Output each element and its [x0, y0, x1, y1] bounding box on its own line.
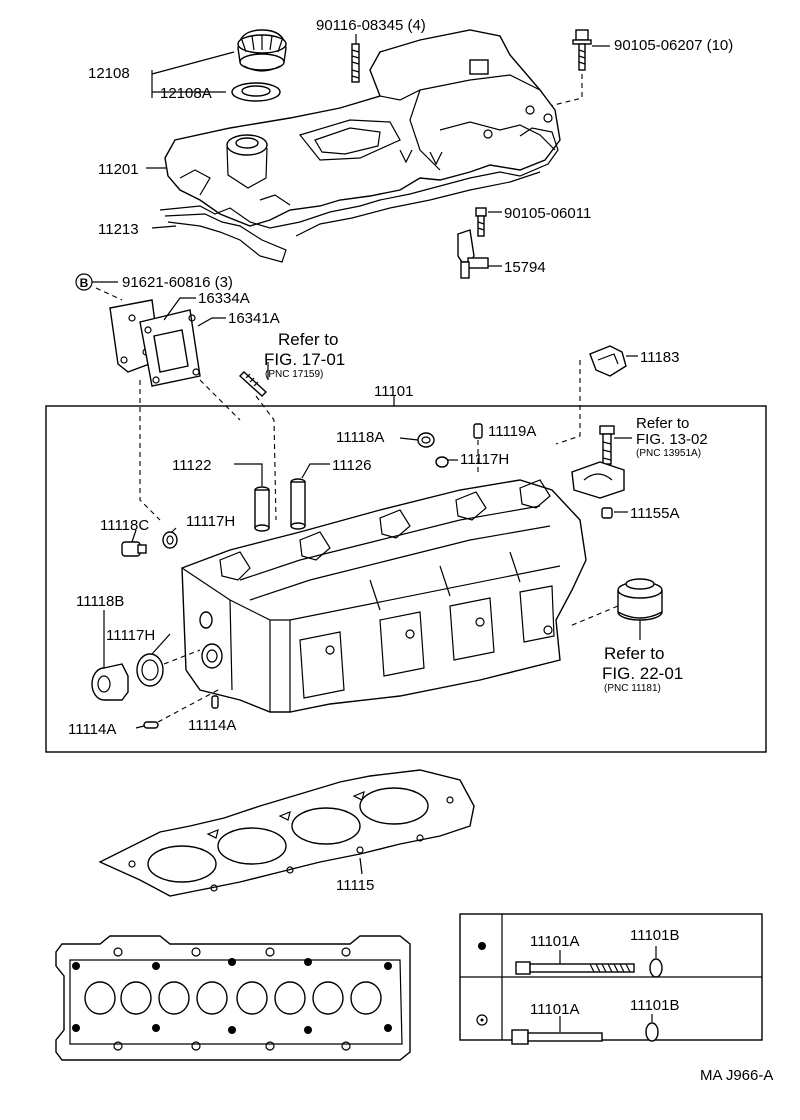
label-11201: 11201: [98, 161, 139, 178]
label-11126: 11126: [332, 457, 372, 474]
label-90105-06207: 90105-06207 (10): [614, 37, 733, 54]
plug-drawing: [417, 432, 435, 448]
label-16334A: 16334A: [198, 290, 250, 307]
bearing-cap-drawing: [571, 461, 625, 499]
head-bolt-table: [459, 913, 763, 1045]
ref-fig22-pnc: (PNC 11181): [604, 683, 661, 694]
figure-code: MA J966-A: [700, 1067, 773, 1084]
label-11119A: 11119A: [488, 423, 536, 440]
cylinder-head-group-box: [45, 405, 767, 753]
head-bolt-long-drawing: [515, 961, 635, 975]
label-11101B-bottom: 11101B: [630, 997, 680, 1014]
bolt-pattern-view-drawing: [55, 935, 411, 1061]
ref-fig22-fig[interactable]: FIG. 22-01: [602, 664, 683, 683]
label-11117H-top: 11117H: [460, 451, 509, 468]
sensor-drawing: [457, 229, 489, 279]
drain-plug-drawing: [121, 541, 147, 557]
valve-guide-drawing: [254, 486, 270, 532]
label-11101B-top: 11101B: [630, 927, 680, 944]
label-15794: 15794: [504, 259, 546, 276]
washer-drawing: [435, 456, 449, 468]
label-90105-06011: 90105-06011: [504, 205, 591, 222]
label-90116-08345: 90116-08345 (4): [316, 17, 426, 34]
label-91621-60816: 91621-60816 (3): [122, 274, 233, 291]
ref-fig13-refer[interactable]: Refer to: [636, 415, 689, 432]
cap-bolt-drawing: [599, 425, 615, 465]
marker-b: B: [75, 273, 93, 291]
washer-bottom-drawing: [645, 1022, 659, 1042]
oil-filler-gasket-drawing: [231, 82, 281, 102]
label-11101: 11101: [374, 383, 414, 400]
head-gasket-drawing: [98, 769, 475, 897]
ref-fig22-refer[interactable]: Refer to: [604, 644, 664, 663]
label-11101A-top: 11101A: [530, 933, 580, 950]
label-11155A: 11155A: [630, 505, 680, 522]
cover-gasket-drawing: [159, 127, 559, 263]
exhaust-guide-drawing: [290, 478, 306, 530]
ref-fig17-fig[interactable]: FIG. 17-01: [264, 350, 345, 369]
ref-fig17-refer[interactable]: Refer to: [278, 330, 338, 349]
small-bolt-drawing: [475, 207, 487, 237]
core-plug-cap-drawing: [617, 578, 663, 621]
large-plug-gasket-drawing: [136, 653, 164, 687]
washer-top-drawing: [649, 958, 663, 978]
label-11118B: 11118B: [76, 593, 124, 610]
label-11114A-right: 11114A: [188, 717, 236, 734]
right-dowel-pin-drawing: [211, 695, 219, 709]
label-11114A-left: 11114A: [68, 721, 116, 738]
label-11115: 11115: [336, 877, 374, 894]
open-dot-icon: [476, 1014, 488, 1026]
label-12108: 12108: [88, 65, 130, 82]
label-11122: 11122: [172, 457, 212, 474]
head-bolt-short-drawing: [511, 1029, 603, 1045]
cover-bolt-drawing: [572, 29, 592, 71]
dowel-drawing: [601, 507, 613, 519]
pin-drawing: [473, 423, 483, 439]
filled-dot-icon: [478, 942, 486, 950]
label-16341A: 16341A: [228, 310, 280, 327]
ref-fig17-pnc: (PNC 17159): [265, 369, 323, 380]
label-11101A-bottom: 11101A: [530, 1001, 580, 1018]
label-11117H-lower: 11117H: [106, 627, 155, 644]
stud-drawing: [238, 371, 268, 397]
label-12108A: 12108A: [160, 85, 212, 102]
camshaft-cap-drawing: [589, 345, 627, 377]
label-11117H-left: 11117H: [186, 513, 235, 530]
large-plug-drawing: [91, 663, 129, 701]
cylinder-head-cover-drawing: [164, 29, 561, 227]
marker-b-text: B: [80, 276, 89, 290]
label-11183: 11183: [640, 349, 680, 366]
ref-fig13-fig[interactable]: FIG. 13-02: [636, 431, 708, 448]
ref-fig13-pnc: (PNC 13951A): [636, 448, 701, 459]
plate-gasket-drawing: [139, 309, 201, 387]
left-dowel-pin-drawing: [143, 721, 159, 729]
label-11118C: 11118C: [100, 517, 149, 534]
cylinder-head-drawing: [181, 479, 587, 713]
stud-bolt-drawing: [351, 43, 360, 83]
label-11213: 11213: [98, 221, 139, 238]
label-11118A: 11118A: [336, 429, 384, 446]
plug-washer-drawing: [162, 531, 178, 549]
oil-filler-cap-drawing: [237, 29, 287, 72]
